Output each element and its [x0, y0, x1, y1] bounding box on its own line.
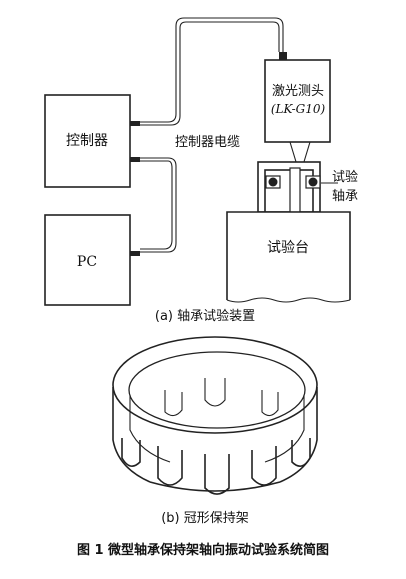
probe-label-line2: (LK-G10)	[271, 102, 326, 116]
pc-label: PC	[77, 254, 97, 270]
controller-cables	[140, 17, 284, 253]
controller-label: 控制器	[66, 133, 108, 149]
bearing-label-line1: 试验	[332, 169, 358, 185]
probe-label-line1: 激光测头	[272, 84, 324, 99]
cable-label: 控制器电缆	[175, 134, 240, 150]
caption-b: (b) 冠形保持架	[161, 511, 249, 526]
pc-box: PC	[44, 214, 131, 306]
test-table: 试验台	[226, 211, 351, 303]
laser-probe: 激光测头 (LK-G10)	[264, 59, 331, 177]
caption-a: (a) 轴承试验装置	[155, 308, 255, 324]
test-bearing	[257, 161, 338, 213]
figure-caption: 图 1 微型轴承保持架轴向振动试验系统简图	[77, 542, 329, 558]
controller-box: 控制器	[44, 94, 131, 188]
crown-cage-drawing	[112, 336, 318, 495]
bearing-label-line2: 轴承	[332, 189, 358, 204]
table-label: 试验台	[267, 240, 309, 256]
connector-plugs	[130, 52, 287, 256]
